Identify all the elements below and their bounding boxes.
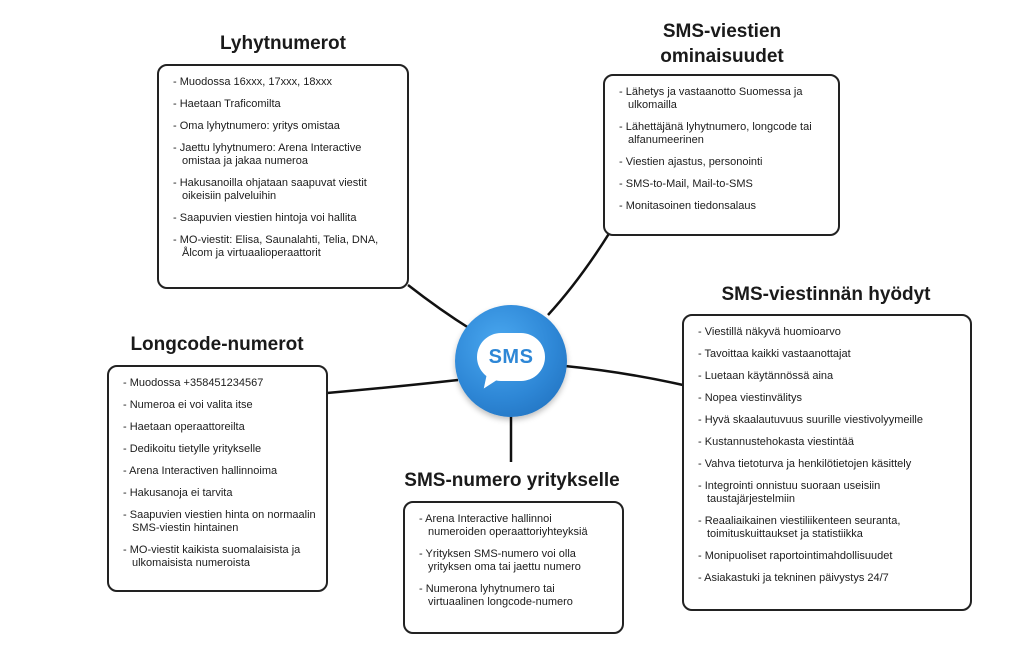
speech-bubble-icon: SMS [477, 333, 545, 381]
list-item: Viestillä näkyvä huomioarvo [698, 326, 960, 339]
list-item: Numeroa ei voi valita itse [123, 399, 316, 412]
list-item: Hyvä skaalautuvuus suurille viestivolyym… [698, 414, 960, 427]
list-item: Monitasoinen tiedonsalaus [619, 200, 828, 213]
lyhytnumerot-box: Muodossa 16xxx, 17xxx, 18xxx Haetaan Tra… [157, 64, 409, 289]
lyhytnumerot-list: Muodossa 16xxx, 17xxx, 18xxx Haetaan Tra… [173, 76, 397, 260]
list-item: Haetaan operaattoreilta [123, 421, 316, 434]
longcode-list: Muodossa +358451234567 Numeroa ei voi va… [123, 377, 316, 570]
list-item: MO-viestit: Elisa, Saunalahti, Telia, DN… [173, 234, 397, 260]
connector-hyodyt [564, 364, 684, 387]
connector-lyhytnumerot [407, 284, 473, 332]
list-item: Numerona lyhytnumero tai virtuaalinen lo… [419, 583, 612, 609]
lyhytnumerot-title: Lyhytnumerot [220, 33, 346, 54]
list-item: Vahva tietoturva ja henkilötietojen käsi… [698, 458, 960, 471]
list-item: Muodossa +358451234567 [123, 377, 316, 390]
connector-longcode [326, 378, 459, 395]
list-item: Reaaliaikainen viestiliikenteen seuranta… [698, 515, 960, 541]
list-item: SMS-to-Mail, Mail-to-SMS [619, 178, 828, 191]
list-item: Integrointi onnistuu suoraan useisiin ta… [698, 480, 960, 506]
list-item: Muodossa 16xxx, 17xxx, 18xxx [173, 76, 397, 89]
list-item: Saapuvien viestien hintoja voi hallita [173, 212, 397, 225]
list-item: Haetaan Traficomilta [173, 98, 397, 111]
ominaisuudet-title: SMS-viestien ominaisuudet [604, 19, 840, 69]
list-item: MO-viestit kaikista suomalaisista ja ulk… [123, 544, 316, 570]
list-item: Nopea viestinvälitys [698, 392, 960, 405]
list-item: Yrityksen SMS-numero voi olla yrityksen … [419, 548, 612, 574]
list-item: Tavoittaa kaikki vastaanottajat [698, 348, 960, 361]
list-item: Oma lyhytnumero: yritys omistaa [173, 120, 397, 133]
ominaisuudet-list: Lähetys ja vastaanotto Suomessa ja ulkom… [619, 86, 828, 213]
list-item: Asiakastuki ja tekninen päivystys 24/7 [698, 572, 960, 585]
sms-hub-icon: SMS [455, 305, 567, 417]
list-item: Monipuoliset raportointimahdollisuudet [698, 550, 960, 563]
longcode-box: Muodossa +358451234567 Numeroa ei voi va… [107, 365, 328, 592]
hyodyt-box: Viestillä näkyvä huomioarvo Tavoittaa ka… [682, 314, 972, 611]
list-item: Saapuvien viestien hinta on normaalin SM… [123, 509, 316, 535]
list-item: Lähetys ja vastaanotto Suomessa ja ulkom… [619, 86, 828, 112]
ominaisuudet-box: Lähetys ja vastaanotto Suomessa ja ulkom… [603, 74, 840, 236]
ominaisuudet-title-line2: ominaisuudet [660, 46, 784, 67]
ominaisuudet-title-line1: SMS-viestien [662, 21, 782, 42]
list-item: Hakusanoilla ohjataan saapuvat viestit o… [173, 177, 397, 203]
longcode-title: Longcode-numerot [130, 334, 304, 355]
hyodyt-title: SMS-viestinnän hyödyt [721, 284, 931, 305]
yritykselle-list: Arena Interactive hallinnoi numeroiden o… [419, 513, 612, 609]
list-item: Luetaan käytännössä aina [698, 370, 960, 383]
connector-ominaisuudet [547, 231, 612, 316]
yritykselle-title: SMS-numero yritykselle [404, 470, 620, 491]
list-item: Arena Interactive hallinnoi numeroiden o… [419, 513, 612, 539]
hub-label: SMS [488, 345, 534, 368]
yritykselle-box: Arena Interactive hallinnoi numeroiden o… [403, 501, 624, 634]
list-item: Viestien ajastus, personointi [619, 156, 828, 169]
list-item: Kustannustehokasta viestintää [698, 436, 960, 449]
list-item: Hakusanoja ei tarvita [123, 487, 316, 500]
list-item: Lähettäjänä lyhytnumero, longcode tai al… [619, 121, 828, 147]
hyodyt-list: Viestillä näkyvä huomioarvo Tavoittaa ka… [698, 326, 960, 585]
list-item: Dedikoitu tietylle yritykselle [123, 443, 316, 456]
list-item: Jaettu lyhytnumero: Arena Interactive om… [173, 142, 397, 168]
list-item: Arena Interactiven hallinnoima [123, 465, 316, 478]
